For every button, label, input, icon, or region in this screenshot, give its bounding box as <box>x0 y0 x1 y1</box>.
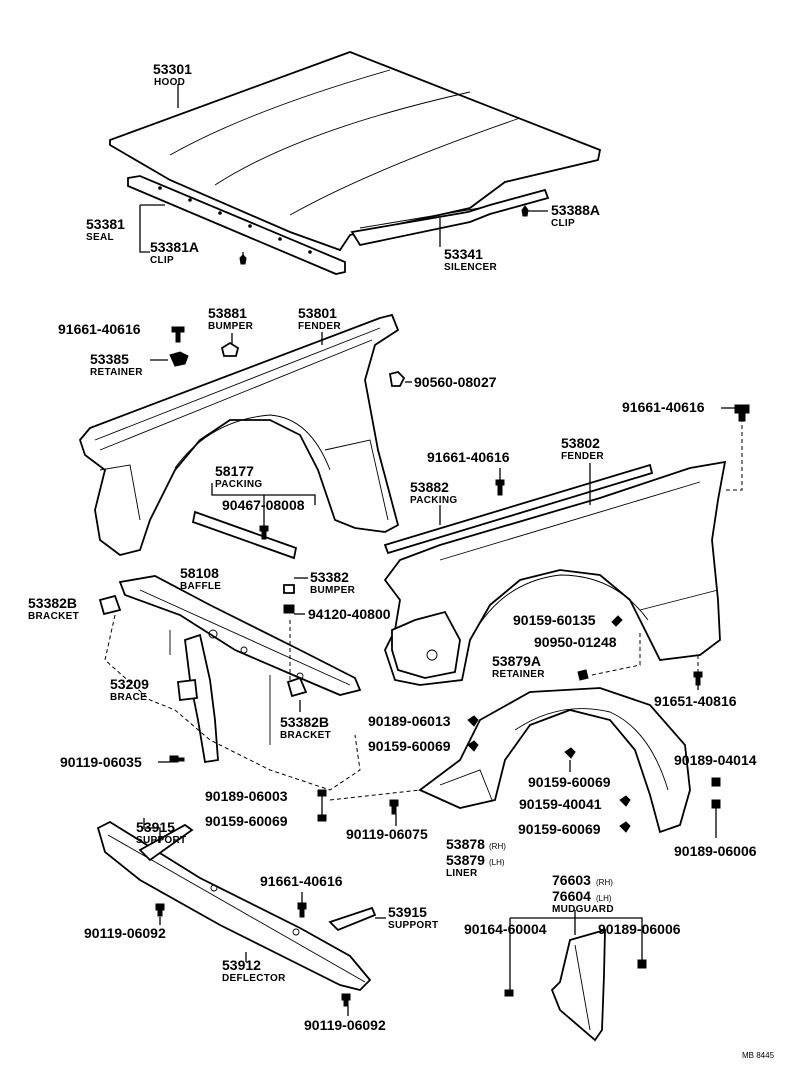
drawing-reference: MB 8445 <box>742 1051 775 1060</box>
mudguard-lh-part-number: 76604 <box>552 888 591 904</box>
bolt-91661-40616-d: 91661-40616 <box>260 873 343 889</box>
brace-part-number: 53209 <box>110 676 149 692</box>
fender-right-illustration <box>383 460 727 686</box>
clip-90164-60004: 90164-60004 <box>464 921 547 937</box>
brace-illustration <box>177 633 219 764</box>
clip-90189-06006-b: 90189-06006 <box>598 921 681 937</box>
silencer-part-name: SILENCER <box>444 262 497 273</box>
bolt-91661-40616-a: 91661-40616 <box>58 321 141 337</box>
packing-53882-part-number: 53882 <box>410 479 449 495</box>
deflector-part-name: DEFLECTOR <box>222 973 286 984</box>
packing-53882-part-name: PACKING <box>410 495 457 506</box>
screw-90159-60069-d: 90159-60069 <box>518 821 601 837</box>
mudguard-illustration <box>550 928 606 1042</box>
fender-53802-part-number: 53802 <box>561 435 600 451</box>
packing-58177-part-name: PACKING <box>215 479 262 490</box>
clip-53381a-part-number: 53381A <box>150 239 199 255</box>
mudguard-rh-tag: (RH) <box>596 878 613 887</box>
fender-53801-part-number: 53801 <box>298 305 337 321</box>
hood-part-name: HOOD <box>154 77 185 88</box>
bracket-53382b-left-part-name: BRACKET <box>28 611 79 622</box>
retainer-53385-part-name: RETAINER <box>90 367 143 378</box>
bumper-53881-part-number: 53881 <box>208 305 247 321</box>
bracket-53382b-right-part-name: BRACKET <box>280 730 331 741</box>
bolt-90467-08008: 90467-08008 <box>222 497 305 513</box>
mudguard-part-name: MUDGUARD <box>552 904 614 915</box>
bracket-53382b-left-part-number: 53382B <box>28 595 77 611</box>
support-53915-right-part-number: 53915 <box>388 904 427 920</box>
deflector-part-number: 53912 <box>222 957 261 973</box>
bolt-90119-06035: 90119-06035 <box>60 754 142 770</box>
retainer-53385-part-number: 53385 <box>90 351 129 367</box>
brace-part-name: BRACE <box>110 692 147 703</box>
clip-90189-06006-a: 90189-06006 <box>674 843 757 859</box>
packing-58177-part-number: 58177 <box>215 463 254 479</box>
liner-part-name: LINER <box>446 868 478 879</box>
bolt-91661-40616-b: 91661-40616 <box>622 399 705 415</box>
clip-90189-04014: 90189-04014 <box>674 752 757 768</box>
bracket-53382b-right-part-number: 53382B <box>280 714 329 730</box>
hood-illustration <box>109 51 602 275</box>
silencer-part-number: 53341 <box>444 246 483 262</box>
liner-lh-tag: (LH) <box>489 858 505 867</box>
baffle-part-name: BAFFLE <box>180 581 221 592</box>
bolt-91661-40616-c: 91661-40616 <box>427 449 510 465</box>
liner-rh-part-number: 53878 <box>446 836 485 852</box>
baffle-illustration <box>118 575 362 696</box>
screw-90159-60069-b: 90159-60069 <box>528 774 611 790</box>
clip-53388a-part-number: 53388A <box>551 202 600 218</box>
retainer-53879a-part-number: 53879A <box>492 653 541 669</box>
bumper-53881-part-name: BUMPER <box>208 321 254 332</box>
mudguard-rh-part-number: 76603 <box>552 872 591 888</box>
clip-53388a-part-name: CLIP <box>551 218 575 229</box>
bolt-91651-40816: 91651-40816 <box>654 693 737 709</box>
support-53915-left-part-name: SUPPORT <box>136 835 186 846</box>
fender-left-illustration <box>78 313 400 556</box>
screw-90159-60135: 90159-60135 <box>513 612 596 628</box>
baffle-part-number: 58108 <box>180 565 219 581</box>
bumper-53382-part-name: BUMPER <box>310 585 356 596</box>
clip-90189-06013: 90189-06013 <box>368 713 451 729</box>
mudguard-lh-tag: (LH) <box>596 894 612 903</box>
fender-53801-part-name: FENDER <box>298 321 341 332</box>
screw-90159-60069-c: 90159-60069 <box>205 813 288 829</box>
nut-90560-08027: 90560-08027 <box>414 374 497 390</box>
seal-part-name: SEAL <box>86 232 114 243</box>
screw-90950-01248: 90950-01248 <box>534 634 617 650</box>
fender-53802-part-name: FENDER <box>561 451 604 462</box>
retainer-53879a-part-name: RETAINER <box>492 669 545 680</box>
screw-90159-40041: 90159-40041 <box>519 796 602 812</box>
nut-94120-40800: 94120-40800 <box>308 606 391 622</box>
bolt-90119-06092-b: 90119-06092 <box>304 1017 386 1033</box>
bumper-53382-part-number: 53382 <box>310 569 349 585</box>
support-53915-right-part-name: SUPPORT <box>388 920 438 931</box>
screw-90159-60069-a: 90159-60069 <box>368 738 451 754</box>
bolt-90119-06092-a: 90119-06092 <box>84 925 166 941</box>
clip-53381a-part-name: CLIP <box>150 255 174 266</box>
liner-rh-tag: (RH) <box>489 842 506 851</box>
liner-illustration <box>418 687 691 834</box>
liner-lh-part-number: 53879 <box>446 852 485 868</box>
clip-90189-06003: 90189-06003 <box>205 788 288 804</box>
support-53915-left-part-number: 53915 <box>136 819 175 835</box>
seal-part-number: 53381 <box>86 216 125 232</box>
bolt-90119-06075: 90119-06075 <box>346 826 428 842</box>
hood-part-number: 53301 <box>153 61 192 77</box>
